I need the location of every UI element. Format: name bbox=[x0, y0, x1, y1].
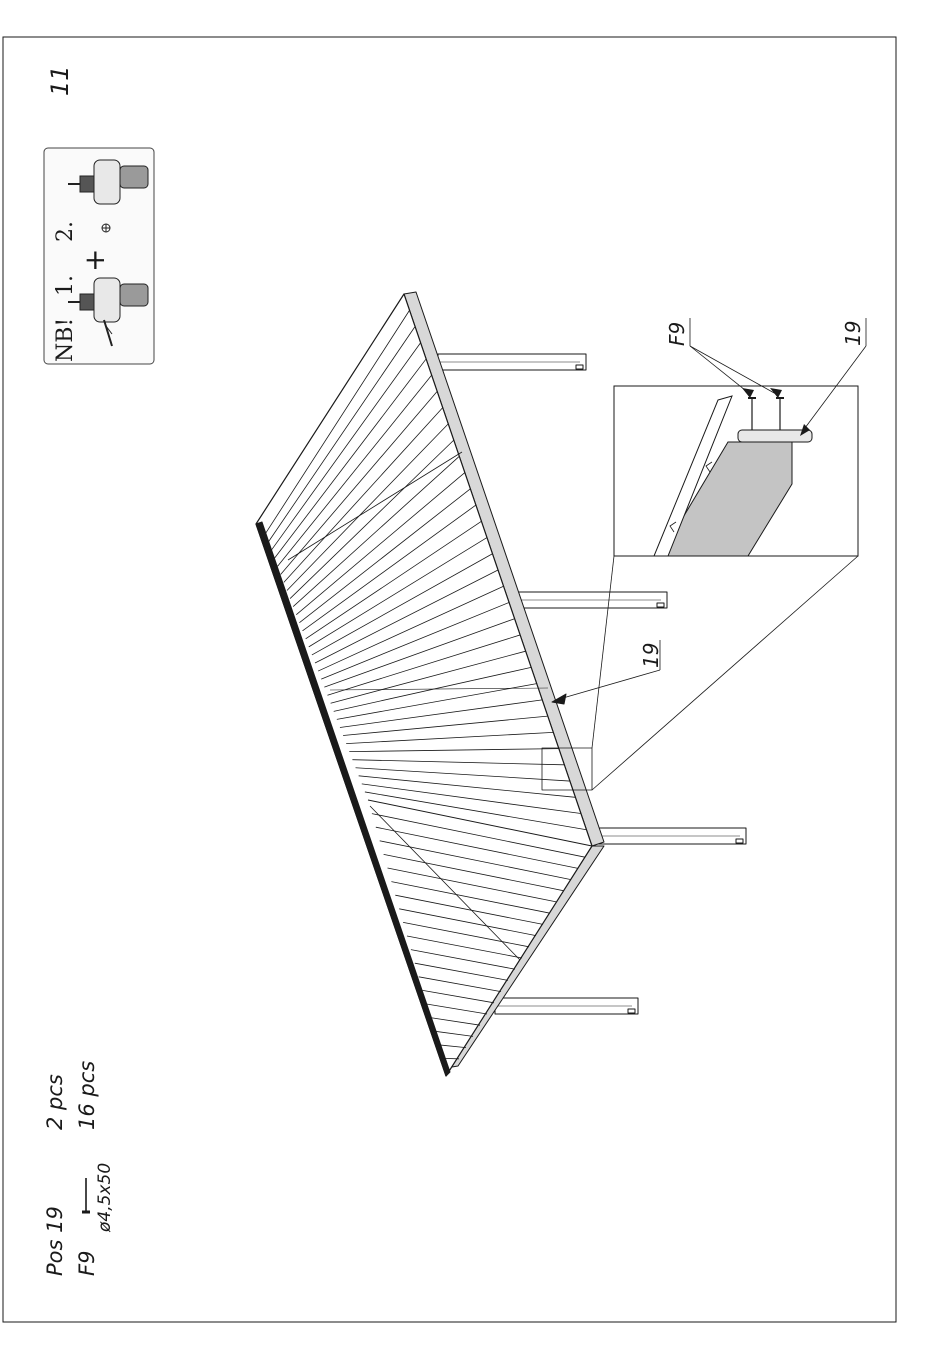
detail-leader-line bbox=[592, 556, 614, 748]
part-pos-19: Pos 19 bbox=[43, 1206, 67, 1276]
part-spec-f9: ø4,5x50 bbox=[95, 1163, 115, 1233]
detail-view bbox=[614, 318, 866, 556]
part-qty-f9: 16 pcs bbox=[75, 1061, 99, 1130]
support-post bbox=[594, 828, 746, 844]
plus-sign: + bbox=[78, 249, 111, 272]
callout-f9-label: F9 bbox=[665, 322, 689, 346]
parts-list: Pos 19 2 pcs F9 ø4,5x50 16 pcs bbox=[43, 1061, 115, 1276]
screw-icon bbox=[82, 1178, 90, 1212]
part-pos-f9: F9 bbox=[75, 1251, 99, 1276]
part-qty-19: 2 pcs bbox=[43, 1074, 67, 1130]
detail-leader-line bbox=[592, 556, 858, 790]
step-2-label: 2. bbox=[53, 221, 78, 242]
screw-head-icon bbox=[102, 224, 110, 232]
note-box: NB! 1. + 2. bbox=[44, 148, 154, 364]
support-post bbox=[438, 354, 586, 370]
callout-19-label: 19 bbox=[639, 643, 663, 668]
step-1-label: 1. bbox=[53, 275, 78, 296]
support-post bbox=[495, 998, 638, 1014]
detail-plate-19 bbox=[738, 430, 812, 442]
support-post bbox=[517, 592, 667, 608]
page-number: 11 bbox=[46, 65, 74, 96]
note-label: NB! bbox=[53, 318, 78, 362]
callout-19-detail-label: 19 bbox=[841, 321, 865, 346]
